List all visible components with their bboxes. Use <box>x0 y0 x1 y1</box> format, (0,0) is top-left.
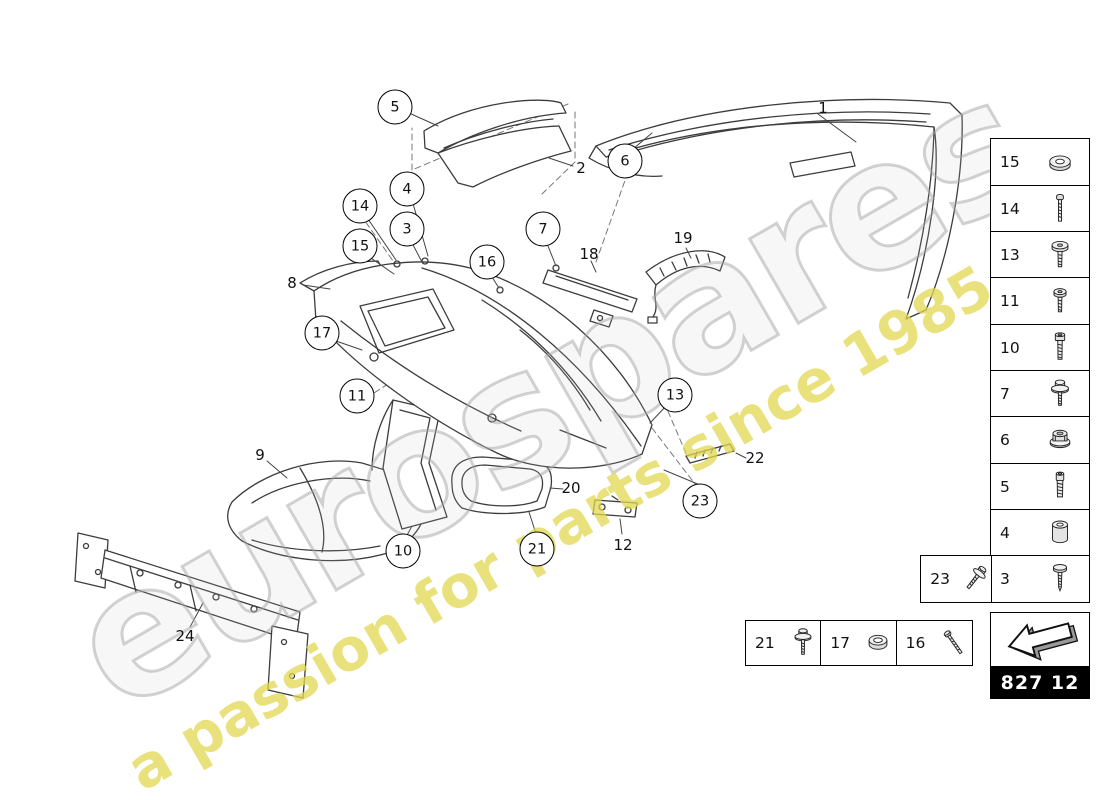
legend-side-box: 23 <box>920 555 992 603</box>
legend-number: 15 <box>1000 153 1020 172</box>
legend-icon-cell <box>1030 468 1089 506</box>
washer-icon <box>1048 155 1071 172</box>
legend-box-13: 13 <box>990 230 1090 279</box>
legend-box-4: 4 <box>990 508 1090 557</box>
legend-number: 5 <box>1000 477 1010 496</box>
arrow-icon <box>1007 622 1079 661</box>
part-2-lip <box>423 99 572 188</box>
part-18-strip <box>542 269 638 328</box>
legend-box-21: 21 <box>745 620 822 666</box>
legend-icon-cell <box>1030 514 1089 552</box>
legend-box-17: 17 <box>820 620 898 666</box>
bushing-icon <box>1051 520 1068 543</box>
screw-with-washer-large-icon <box>794 628 812 655</box>
part-1-spoiler <box>588 98 963 320</box>
socket-bolt-icon <box>1054 331 1065 360</box>
legend-box-5: 5 <box>990 462 1090 511</box>
legend-icon-cell <box>1030 329 1089 367</box>
legend-number: 7 <box>1000 384 1010 403</box>
part-group-code: 827 12 <box>990 666 1090 700</box>
legend-icon-cell <box>1030 560 1089 598</box>
legend-icon-cell <box>1030 282 1089 320</box>
legend-box-15: 15 <box>990 138 1090 187</box>
legend-icon-cell <box>936 624 972 662</box>
legend-box-23: 23 <box>920 555 992 603</box>
legend-number: 16 <box>905 634 926 652</box>
legend-icon-cell <box>1030 375 1089 413</box>
legend-number: 3 <box>1000 570 1010 589</box>
legend-box-7: 7 <box>990 369 1090 418</box>
part-19-bracket <box>645 250 726 324</box>
bolt-angled-icon <box>943 630 963 655</box>
legend-icon-cell <box>785 624 821 662</box>
tapping-screw-icon <box>1052 564 1067 593</box>
legend-bottom-row: 21 17 16 <box>745 620 973 666</box>
part-22-trim <box>685 443 735 464</box>
legend-number: 21 <box>755 634 775 652</box>
legend-number: 13 <box>1000 245 1020 264</box>
legend-column: 15 14 13 11 10 7 6 5 4 3 <box>990 138 1090 604</box>
legend-number: 4 <box>1000 523 1010 542</box>
part-24-frame <box>74 532 309 699</box>
legend-box-11: 11 <box>990 277 1090 326</box>
part-3-8-16-cover <box>299 257 653 469</box>
legend-icon-cell <box>1030 143 1089 181</box>
legend-number: 14 <box>1000 199 1020 218</box>
legend-box-10: 10 <box>990 323 1090 372</box>
legend-box-3: 3 <box>990 555 1090 604</box>
legend-icon-cell <box>860 624 896 662</box>
part-9-shell <box>227 460 428 562</box>
flanged-nut-icon <box>1049 429 1070 449</box>
screw-with-washer-icon <box>1050 379 1069 406</box>
nav-arrow-box <box>990 612 1090 668</box>
pan-screw-small-icon <box>1052 288 1067 313</box>
legend-box-14: 14 <box>990 184 1090 233</box>
part-12-bracket <box>592 495 638 518</box>
legend-icon-cell <box>960 560 990 598</box>
legend-box-6: 6 <box>990 416 1090 465</box>
pan-screw-large-icon <box>1051 240 1068 268</box>
leader-lines <box>189 112 857 628</box>
legend-number: 10 <box>1000 338 1020 357</box>
part-20-tray <box>451 456 553 515</box>
legend-number: 11 <box>1000 292 1020 311</box>
cap-bolt-icon <box>1055 471 1064 497</box>
legend-number: 6 <box>1000 431 1010 450</box>
bolt-with-washer-angled-icon <box>966 565 987 590</box>
legend-icon-cell <box>1030 236 1089 274</box>
long-bolt-icon <box>1055 193 1064 222</box>
legend-number: 23 <box>930 570 951 588</box>
legend-number: 17 <box>830 634 851 652</box>
grommet-icon <box>868 634 888 650</box>
legend-icon-cell <box>1030 421 1089 459</box>
legend-box-16: 16 <box>895 620 973 666</box>
legend-icon-cell <box>1030 190 1089 228</box>
